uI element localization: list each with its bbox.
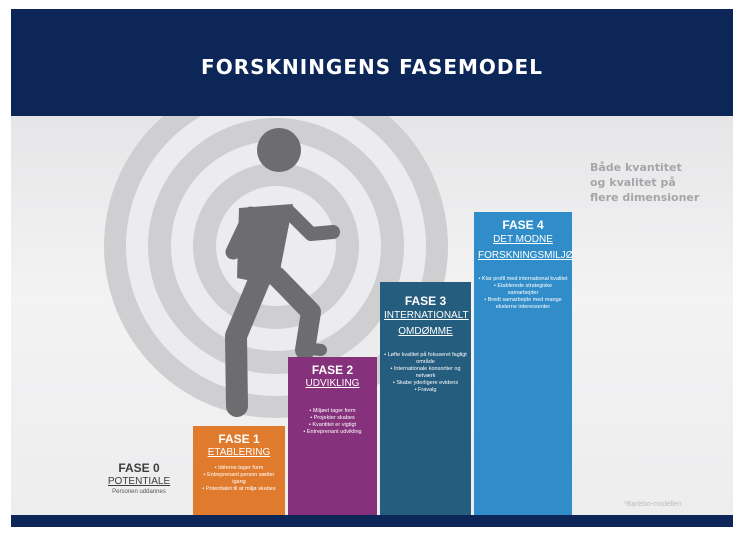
list-item: • Entreprenant udvikling [303,429,362,435]
phase-1-name: ETABLERING [207,447,271,458]
phase-1-label: FASE 1 [218,432,260,446]
credit-note: *Barlebo-modellen [624,501,682,508]
list-item: • Potentialet til at miljø skabes [202,486,276,492]
phase-1-list: • Idéerne tager form • Entreprenant pers… [197,465,281,493]
phase-3-label: FASE 3 [404,294,447,308]
list-item: • Idéerne tager form [214,465,264,471]
phase-0-name: POTENTIALE [107,476,171,487]
phase-2-label: FASE 2 [311,363,354,377]
list-item: • Internationale konsortier og netværk [390,366,461,379]
list-item: • Projekter skabes [310,415,355,421]
background-art [104,116,448,418]
phase-2-column: FASE 2 UDVIKLING • Miljøet tager form • … [288,357,377,515]
phase-3-column: FASE 3 INTERNATIONALT OMDØMME • Løfte kv… [380,282,471,515]
phase-3-list: • Løfte kvalitet på fokuseret fagligt om… [384,352,467,394]
header-band: FORSKNINGENS FASEMODEL [11,9,733,116]
phase-2-name: UDVIKLING [305,378,360,389]
phase-0: FASE 0 POTENTIALE Personen uddannes [99,461,179,497]
tagline: Både kvantitet og kvalitet på flere dime… [590,161,700,204]
list-item: • Etablerede strategiske samarbejder [493,283,553,296]
footer-band [11,515,733,527]
phase-3-name: INTERNATIONALT OMDØMME [384,310,469,337]
diagram-stage: Både kvantitet og kvalitet på flere dime… [11,116,733,515]
page-title: FORSKNINGENS FASEMODEL [201,55,543,79]
phase-1-column: FASE 1 ETABLERING • Idéerne tager form •… [193,426,285,515]
list-item: • Skabe yderligere evidens [392,380,459,386]
walking-figure-icon [225,128,340,417]
phase-0-subtitle: Personen uddannes [112,489,166,495]
phase-2-list: • Miljøet tager form • Projekter skabes … [292,408,373,436]
list-item: • Bredt samarbejde med mange eksterne in… [484,297,562,310]
phase-4-list: • Klar profil med international kvalitet… [478,276,568,311]
phase-0-label: FASE 0 [118,461,160,475]
slide: FORSKNINGENS FASEMODEL Både kvant [11,9,733,527]
phase-4-label: FASE 4 [502,218,544,232]
phase-4-name: DET MODNE FORSKNINGSMILJØ [478,234,574,261]
list-item: • Entreprenant person sætter igang [203,472,275,485]
list-item: • Kvantitet er vigtigt [308,422,357,428]
list-item: • Fravalg [414,387,437,393]
phase-4-column: FASE 4 DET MODNE FORSKNINGSMILJØ • Klar … [474,212,574,515]
list-item: • Miljøet tager form [309,408,356,414]
list-item: • Løfte kvalitet på fokuseret fagligt om… [384,352,467,365]
list-item: • Klar profil med international kvalitet [478,276,568,282]
